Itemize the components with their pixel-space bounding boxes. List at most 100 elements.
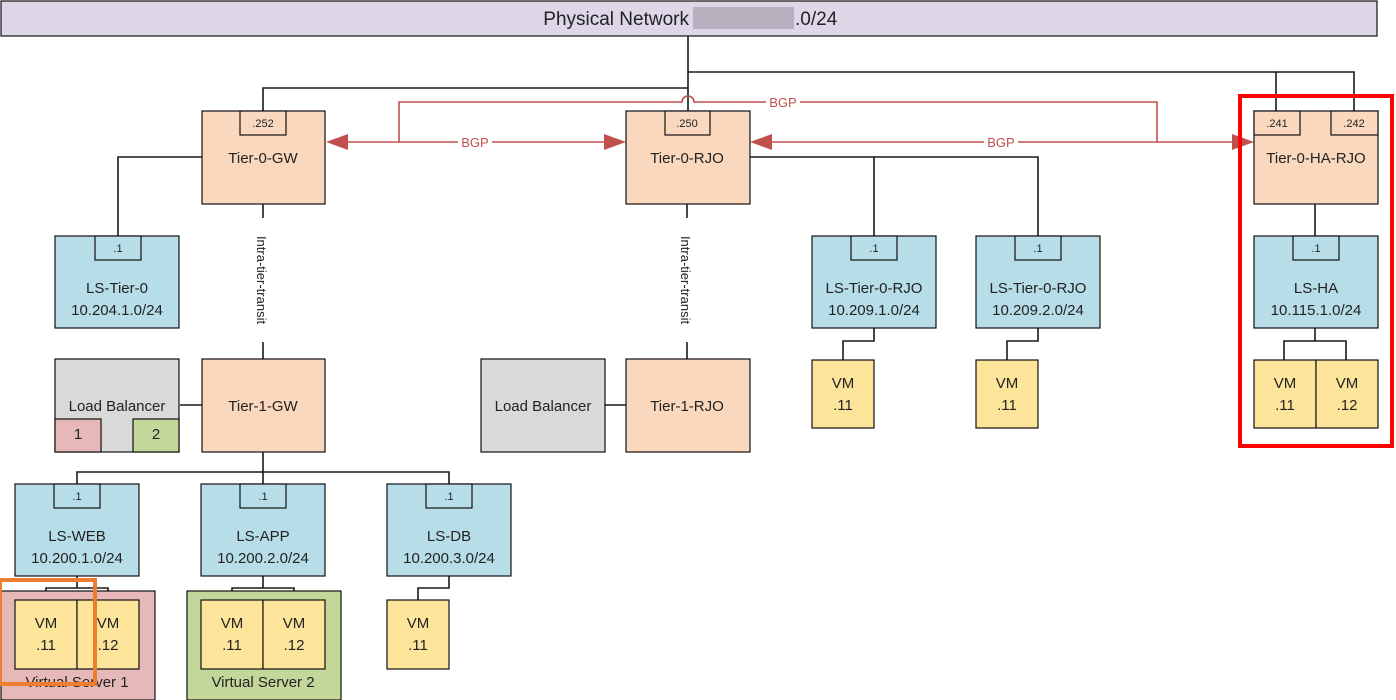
vm-app-1[interactable]: VM .11 (200, 599, 264, 670)
vm-ip: .11 (408, 637, 428, 654)
vm-ip: .12 (98, 637, 119, 654)
tier0-ha-port-2 (1330, 110, 1379, 136)
vm-app-2[interactable]: VM .12 (262, 599, 326, 670)
ls-web-port (53, 483, 101, 509)
tier0-ha-port-1 (1253, 110, 1301, 136)
virtual-server-2-label: Virtual Server 2 (211, 674, 314, 691)
vm-rjo-1[interactable]: VM .11 (811, 359, 875, 429)
tier0-ha-rjo-node[interactable]: .241 .242 Tier-0-HA-RJO (1253, 110, 1379, 205)
tier1-gw-node[interactable]: Tier-1-GW (201, 358, 326, 453)
vm-ip: .11 (222, 637, 242, 654)
vm-title: VM (1336, 375, 1359, 392)
vm-title: VM (996, 375, 1019, 392)
vm-ip: .12 (284, 637, 305, 654)
link-ls-rjo-1-to-vm (842, 328, 875, 360)
arrowhead-right-icon (1232, 134, 1254, 150)
lb-vs-tag-2-label: 2 (152, 426, 160, 443)
ls-web-port-label: .1 (72, 491, 81, 503)
bgp-label-gw-rjo: BGP (461, 135, 488, 150)
vm-title: VM (1274, 375, 1297, 392)
tier0-ha-port-2-label: .242 (1343, 118, 1364, 130)
tier0-gw-port-label: .252 (252, 118, 273, 130)
ls-tier0-rjo-2-segment[interactable]: .1 LS-Tier-0-RJO 10.209.2.0/24 (975, 235, 1101, 329)
ls-tier0-subnet: 10.204.1.0/24 (71, 302, 163, 319)
ls-web-name: LS-WEB (48, 528, 106, 545)
link-tier0-gw-to-ls-tier0 (117, 156, 202, 236)
vm-ip: .11 (36, 637, 56, 654)
ls-tier0-rjo-1-port-label: .1 (869, 243, 878, 255)
tier0-gw-node[interactable]: .252 Tier-0-GW (201, 110, 326, 205)
redacted-ip-block (693, 7, 794, 29)
bgp-label-gw-ha: BGP (769, 95, 796, 110)
load-balancer-rjo-label: Load Balancer (495, 398, 592, 415)
ls-app-port-label: .1 (258, 491, 267, 503)
ls-tier0-rjo-2-port (1014, 235, 1062, 261)
ls-db-subnet: 10.200.3.0/24 (403, 550, 495, 567)
load-balancer-rjo[interactable]: Load Balancer (480, 358, 606, 453)
ls-ha-port (1292, 235, 1340, 261)
ls-app-subnet: 10.200.2.0/24 (217, 550, 309, 567)
lb-vs-tag-2[interactable] (132, 418, 180, 453)
vm-title: VM (97, 615, 120, 632)
vm-web-2[interactable]: VM .12 (76, 599, 140, 670)
vm-rjo-2[interactable]: VM .11 (975, 359, 1039, 429)
ls-tier0-rjo-1-port (850, 235, 898, 261)
tier0-gw-label: Tier-0-GW (228, 150, 298, 167)
link-tier0-rjo-to-ls-rjo-1 (750, 156, 875, 236)
vm-web-1[interactable]: VM .11 (14, 599, 78, 670)
highlight-box-ha-red (1238, 94, 1394, 448)
tier0-rjo-node[interactable]: .250 Tier-0-RJO (625, 110, 751, 205)
tier0-ha-rjo-label: Tier-0-HA-RJO (1266, 150, 1365, 167)
vm-ip: .11 (1275, 397, 1295, 414)
vm-db-1[interactable]: VM .11 (386, 599, 450, 670)
arrowhead-left-icon (750, 134, 772, 150)
transit-labels: Intra-tier-transit Intra-tier-transit (254, 218, 694, 342)
ls-web-segment[interactable]: .1 LS-WEB 10.200.1.0/24 (14, 483, 140, 577)
ls-tier0-rjo-1-segment[interactable]: .1 LS-Tier-0-RJO 10.209.1.0/24 (811, 235, 937, 329)
physical-network[interactable]: Physical Network .0/24 (0, 0, 1378, 37)
bgp-labels: BGP BGP BGP (458, 94, 1018, 150)
vm-ha-1[interactable]: VM .11 (1253, 359, 1317, 429)
ls-ha-segment[interactable]: .1 LS-HA 10.115.1.0/24 (1253, 235, 1379, 329)
lb-vs-tag-1-label: 1 (74, 426, 82, 443)
physical-network-suffix: .0/24 (795, 9, 838, 30)
ls-tier0-rjo-1-name: LS-Tier-0-RJO (826, 280, 923, 297)
tier1-rjo-node[interactable]: Tier-1-RJO (625, 358, 751, 453)
link-ls-ha-to-vms (1283, 328, 1347, 360)
ls-app-segment[interactable]: .1 LS-APP 10.200.2.0/24 (200, 483, 326, 577)
ls-db-segment[interactable]: .1 LS-DB 10.200.3.0/24 (386, 483, 512, 577)
ls-tier0-rjo-2-subnet: 10.209.2.0/24 (992, 302, 1084, 319)
ls-app-port (239, 483, 287, 509)
ls-web-subnet: 10.200.1.0/24 (31, 550, 123, 567)
physical-network-label: Physical Network (543, 9, 689, 30)
ls-ha-subnet: 10.115.1.0/24 (1271, 302, 1362, 319)
load-balancer-gw[interactable]: Load Balancer 1 2 (54, 358, 180, 453)
bgp-label-rjo-ha: BGP (987, 135, 1014, 150)
ls-tier0-name: LS-Tier-0 (86, 280, 148, 297)
ls-tier0-rjo-1-subnet: 10.209.1.0/24 (828, 302, 920, 319)
ls-tier0-segment[interactable]: .1 LS-Tier-0 10.204.1.0/24 (54, 235, 180, 329)
ls-tier0-rjo-2-port-label: .1 (1033, 243, 1042, 255)
bgp-arrowheads (326, 134, 1254, 150)
link-tier0-rjo-to-ls-rjo-2 (874, 156, 1039, 236)
link-physical-to-tier0-gw (262, 87, 688, 111)
vm-ip: .12 (1337, 397, 1358, 414)
transit-label-gw: Intra-tier-transit (254, 236, 269, 325)
vm-title: VM (832, 375, 855, 392)
vm-title: VM (407, 615, 430, 632)
vm-ha-2[interactable]: VM .12 (1315, 359, 1379, 429)
bgp-link-gw-ha (398, 95, 1158, 142)
lb-vs-tag-1[interactable] (54, 418, 102, 453)
link-tier1-gw-to-segments (76, 452, 450, 484)
arrowhead-right-icon (604, 134, 626, 150)
link-ls-rjo-2-to-vm (1006, 328, 1039, 360)
vm-ip: .11 (997, 397, 1017, 414)
ls-tier0-rjo-2-name: LS-Tier-0-RJO (990, 280, 1087, 297)
ls-db-name: LS-DB (427, 528, 471, 545)
ls-tier0-port (94, 235, 142, 261)
ls-tier0-port-label: .1 (113, 243, 122, 255)
load-balancer-gw-label: Load Balancer (69, 398, 166, 415)
ls-app-name: LS-APP (236, 528, 289, 545)
physical-network-box[interactable] (0, 0, 1378, 37)
